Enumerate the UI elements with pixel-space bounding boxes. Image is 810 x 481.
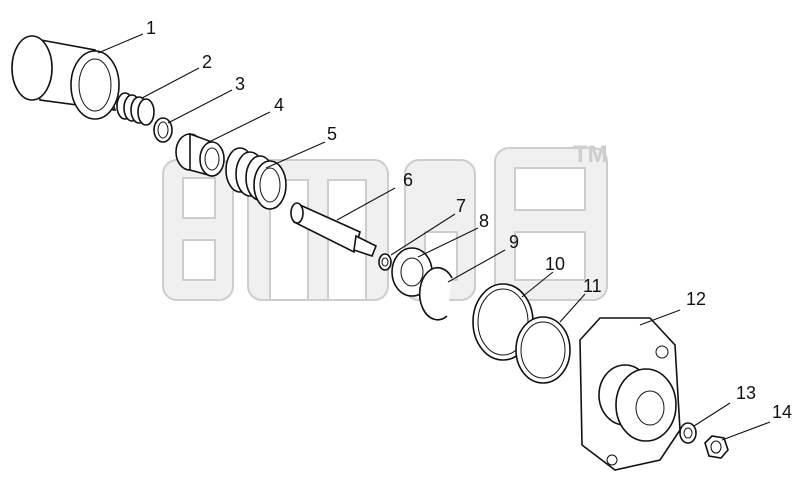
callout-1: 1 [146, 18, 156, 38]
part-12-flange-housing [579, 317, 681, 471]
part-3-washer [153, 117, 173, 143]
callout-4: 4 [274, 95, 284, 115]
part-4-bushing [175, 132, 225, 178]
callout-12: 12 [686, 289, 706, 309]
callout-7: 7 [456, 196, 466, 216]
part-7-small-ring [378, 253, 392, 271]
part-9-snap-ring [418, 266, 453, 321]
callout-3: 3 [235, 74, 245, 94]
callout-5: 5 [327, 124, 337, 144]
part-5-large-spring [225, 147, 287, 210]
callout-13: 13 [736, 383, 756, 403]
callout-11: 11 [583, 276, 602, 296]
trademark-text: TM [573, 141, 608, 168]
leader-lines [97, 33, 771, 441]
part-6-pin [290, 202, 378, 257]
part-14-hex-nut [704, 435, 729, 459]
part-2-small-spring [116, 92, 155, 126]
callout-10: 10 [545, 254, 565, 274]
callout-9: 9 [509, 232, 519, 252]
callout-6: 6 [403, 170, 413, 190]
part-1-cylinder [11, 35, 120, 120]
callout-14: 14 [772, 402, 792, 422]
callout-8: 8 [479, 211, 489, 231]
callout-labels: 1 2 3 4 5 6 7 8 9 10 11 12 13 14 [146, 18, 792, 422]
callout-2: 2 [202, 52, 212, 72]
part-13-lock-washer [679, 422, 697, 444]
part-11-seal-ring [515, 316, 571, 384]
